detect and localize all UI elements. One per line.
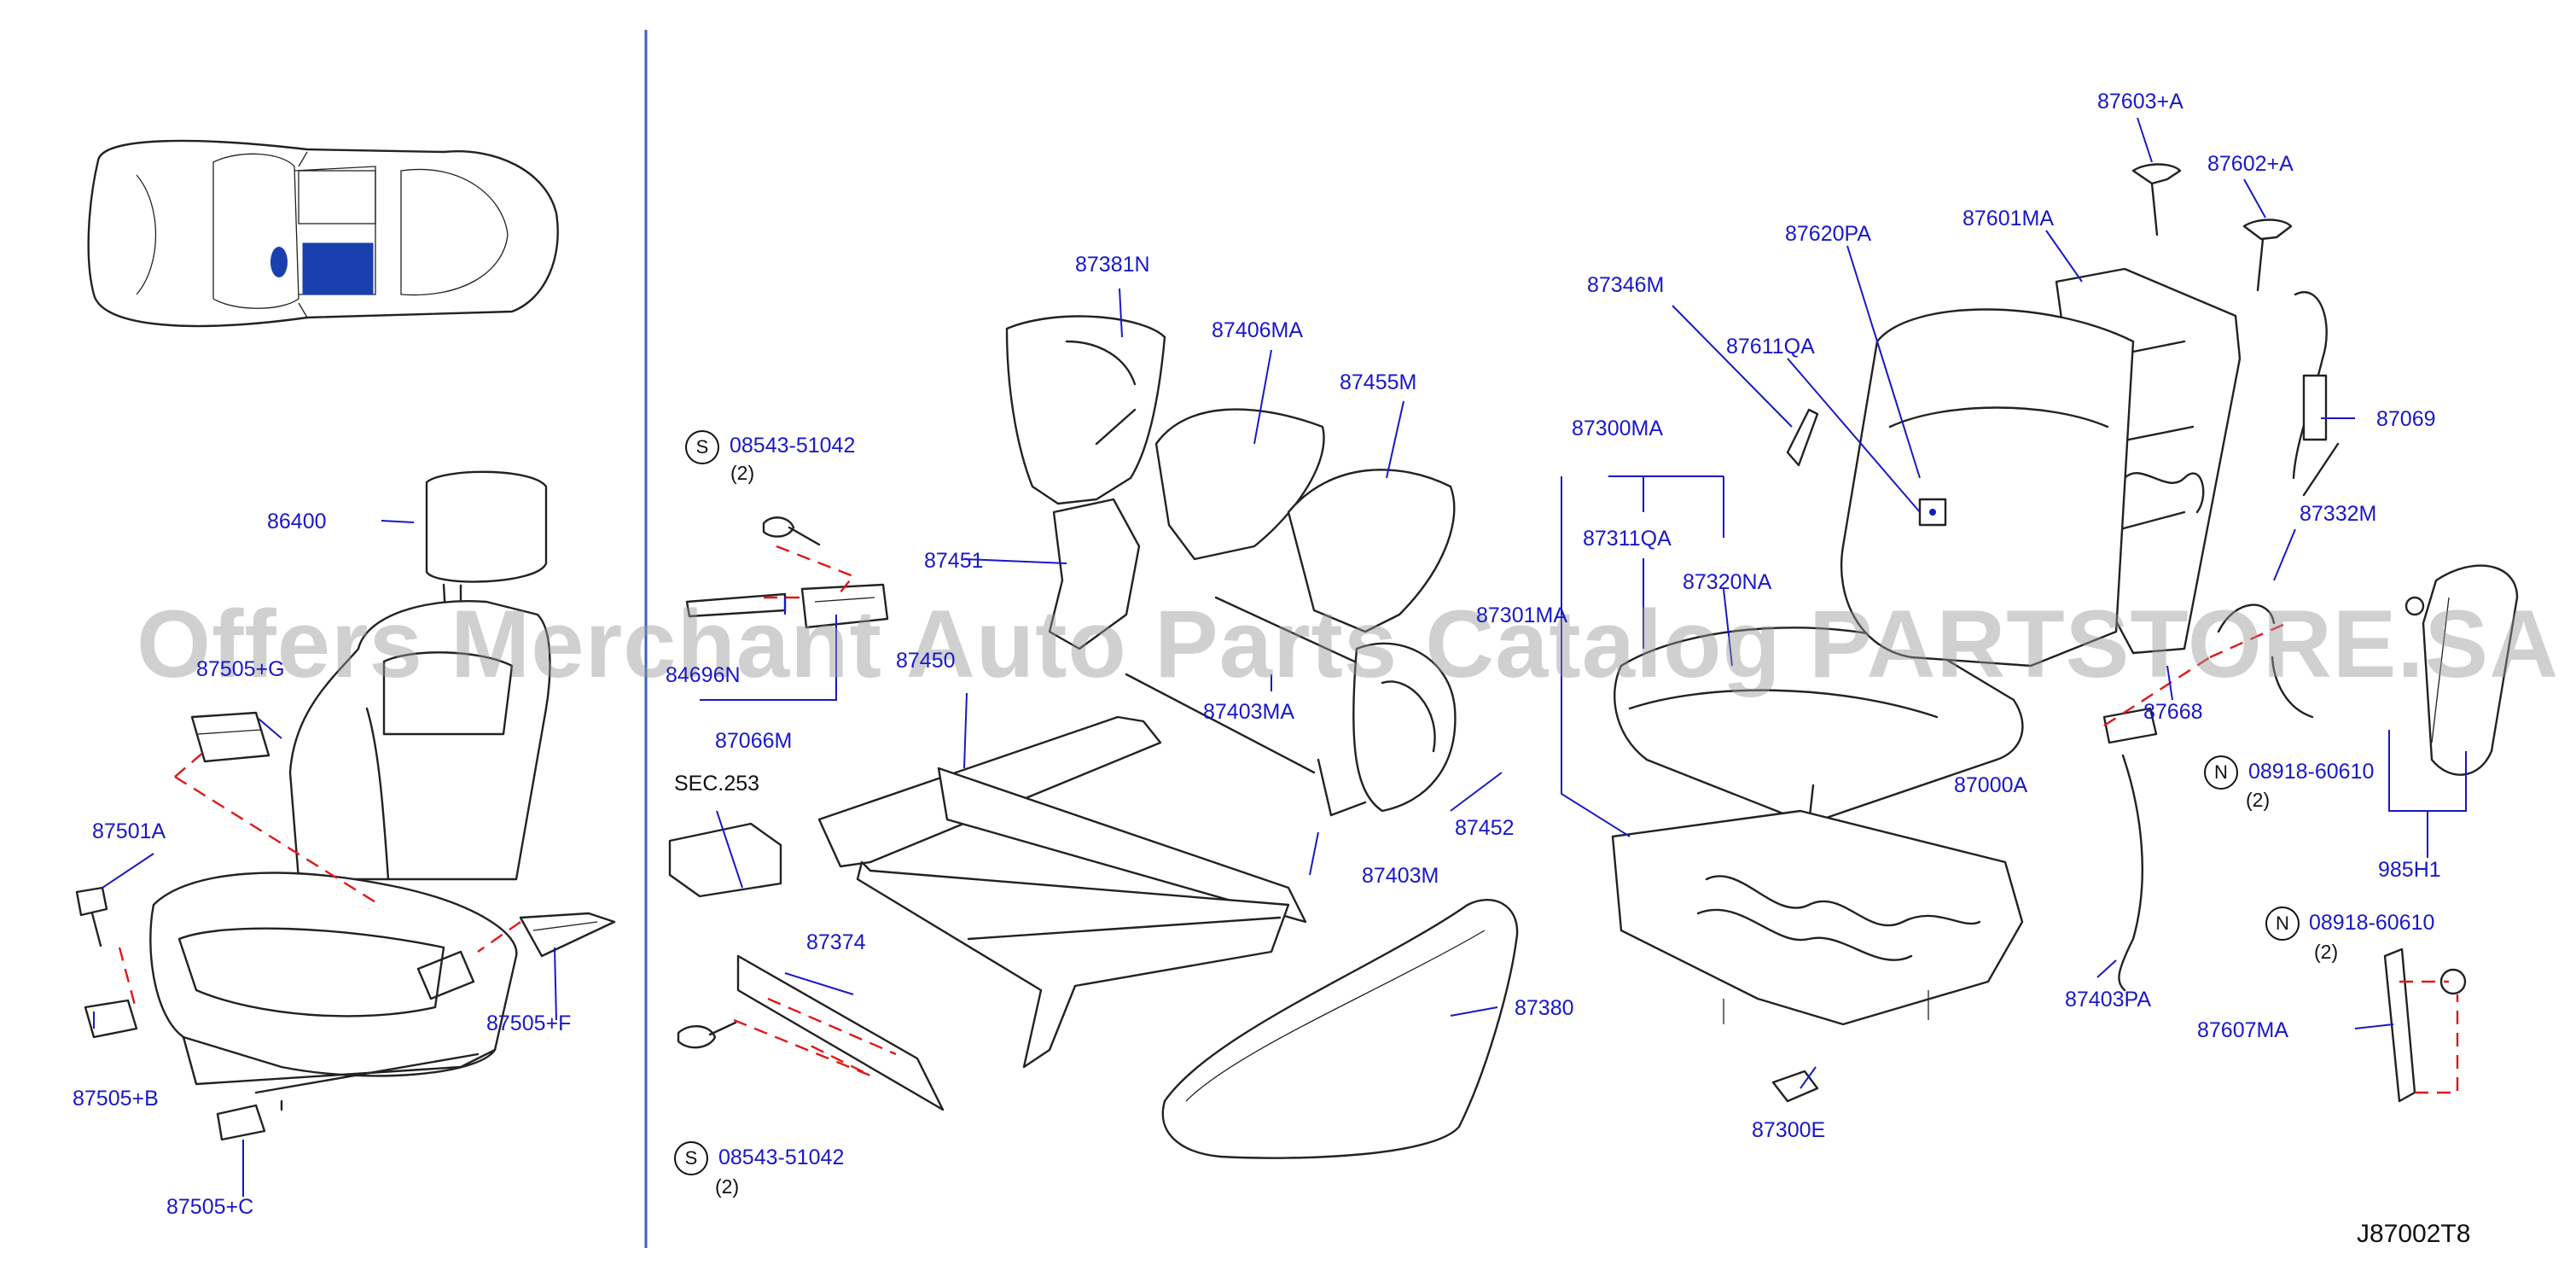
label-985h1[interactable]: 985H1 [2378, 858, 2441, 882]
label-87406ma[interactable]: 87406MA [1212, 318, 1304, 342]
marker-n-top: N [2204, 755, 2238, 790]
watermark: Offers Merchant Auto Parts Catalog PARTS… [137, 591, 2560, 697]
label-87381n[interactable]: 87381N [1075, 253, 1150, 277]
label-87611qa[interactable]: 87611QA [1726, 335, 1815, 359]
label-87607ma[interactable]: 87607MA [2197, 1018, 2289, 1042]
label-87346m[interactable]: 87346M [1587, 273, 1665, 297]
seat-frame-drawing [817, 315, 1457, 1069]
label-87451[interactable]: 87451 [924, 549, 984, 573]
label-87332m[interactable]: 87332M [2300, 502, 2377, 526]
label-84696n[interactable]: 84696N [666, 663, 741, 687]
diagram-code: J87002T8 [2357, 1220, 2471, 1248]
marker-s-bottom: S [674, 1141, 708, 1175]
label-87403ma[interactable]: 87403MA [1203, 700, 1295, 724]
label-87501a[interactable]: 87501A [92, 819, 166, 843]
marker-n-bottom: N [2265, 907, 2300, 941]
label-08918-60610-bottom[interactable]: 08918-60610 [2309, 911, 2435, 935]
label-87403pa[interactable]: 87403PA [2065, 988, 2152, 1012]
label-08918-60610-top[interactable]: 08918-60610 [2248, 760, 2375, 784]
qty-08918-bottom: (2) [2314, 941, 2339, 963]
seat-back-drawing [1786, 267, 2519, 776]
label-87450[interactable]: 87450 [896, 649, 956, 673]
guides-cables-drawing [2102, 163, 2467, 1103]
label-sec-253[interactable]: SEC.253 [674, 772, 760, 796]
marker-s-top: S [685, 430, 719, 464]
label-87380[interactable]: 87380 [1515, 996, 1574, 1020]
label-87668[interactable]: 87668 [2143, 700, 2203, 724]
label-87505-b[interactable]: 87505+B [73, 1087, 159, 1111]
label-87603-a[interactable]: 87603+A [2097, 90, 2183, 114]
label-87602-a[interactable]: 87602+A [2207, 152, 2294, 176]
seat-assembly-drawing [149, 470, 551, 1111]
label-87069[interactable]: 87069 [2376, 407, 2436, 431]
label-87300e[interactable]: 87300E [1752, 1118, 1826, 1142]
seat-location-highlight [302, 242, 374, 295]
cushion-drawing [1611, 627, 2024, 1103]
label-87601ma[interactable]: 87601MA [1963, 207, 2055, 230]
small-parts-left [75, 711, 616, 1141]
label-86400[interactable]: 86400 [267, 510, 327, 533]
leader-lines [93, 117, 2467, 1197]
label-08543-51042-top[interactable]: 08543-51042 [730, 434, 856, 458]
label-87000a[interactable]: 87000A [1954, 773, 2028, 797]
qty-08543-top: (2) [730, 462, 755, 484]
label-87620pa[interactable]: 87620PA [1785, 222, 1872, 246]
label-87320na[interactable]: 87320NA [1683, 570, 1772, 594]
label-08543-51042-bottom[interactable]: 08543-51042 [718, 1146, 845, 1169]
label-87300ma[interactable]: 87300MA [1572, 417, 1664, 440]
label-87374[interactable]: 87374 [806, 930, 866, 954]
label-87505-g[interactable]: 87505+G [196, 657, 285, 681]
qty-08543-bottom: (2) [715, 1175, 740, 1198]
label-87505-c[interactable]: 87505+C [166, 1195, 254, 1219]
middle-small-parts [668, 516, 945, 1111]
label-87066m[interactable]: 87066M [715, 729, 793, 753]
label-87505-f[interactable]: 87505+F [486, 1012, 572, 1035]
qty-08918-top: (2) [2246, 789, 2271, 811]
label-87311qa[interactable]: 87311QA [1583, 527, 1672, 551]
label-87455m[interactable]: 87455M [1340, 370, 1417, 394]
label-87403m[interactable]: 87403M [1362, 864, 1439, 888]
label-87452[interactable]: 87452 [1455, 816, 1515, 840]
side-cover-drawing [1161, 899, 1519, 1159]
label-87301ma[interactable]: 87301MA [1476, 603, 1568, 627]
car-locator [87, 139, 559, 328]
